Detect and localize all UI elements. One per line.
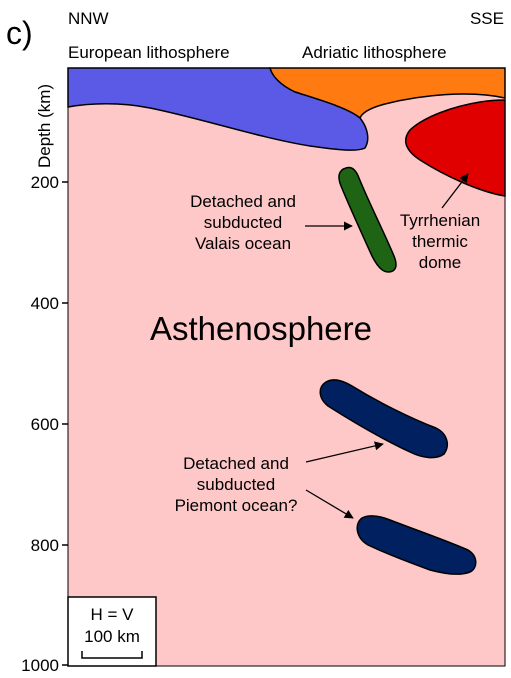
scale-length-label: 100 km <box>84 627 140 646</box>
piemont-label-line3: Piemont ocean? <box>175 496 298 515</box>
panel-label: c) <box>6 15 33 51</box>
depth-axis-label: Depth (km) <box>35 84 54 168</box>
scale-box: H = V 100 km <box>68 597 156 666</box>
depth-tick-label-200: 200 <box>31 173 59 192</box>
valais-label-line2: subducted <box>204 213 282 232</box>
depth-tick-label-1000: 1000 <box>21 656 59 675</box>
european-lithosphere-label: European lithosphere <box>68 43 230 62</box>
depth-tick-label-600: 600 <box>31 415 59 434</box>
depth-tick-label-400: 400 <box>31 294 59 313</box>
adriatic-lithosphere-label: Adriatic lithosphere <box>302 43 447 62</box>
tyrrhenian-label-line2: thermic <box>412 232 468 251</box>
valais-label-line1: Detached and <box>190 192 296 211</box>
depth-tick-label-800: 800 <box>31 536 59 555</box>
direction-right-label: SSE <box>470 9 504 28</box>
tyrrhenian-label-line1: Tyrrhenian <box>400 211 480 230</box>
depth-axis: Depth (km) 200 400 600 800 1000 <box>21 84 68 675</box>
scale-ratio-label: H = V <box>91 605 135 624</box>
piemont-label-line2: subducted <box>197 475 275 494</box>
valais-label-line3: Valais ocean <box>195 234 291 253</box>
piemont-label-line1: Detached and <box>183 454 289 473</box>
tyrrhenian-label-line3: dome <box>419 253 462 272</box>
asthenosphere-label: Asthenosphere <box>150 310 372 347</box>
direction-left-label: NNW <box>68 9 109 28</box>
